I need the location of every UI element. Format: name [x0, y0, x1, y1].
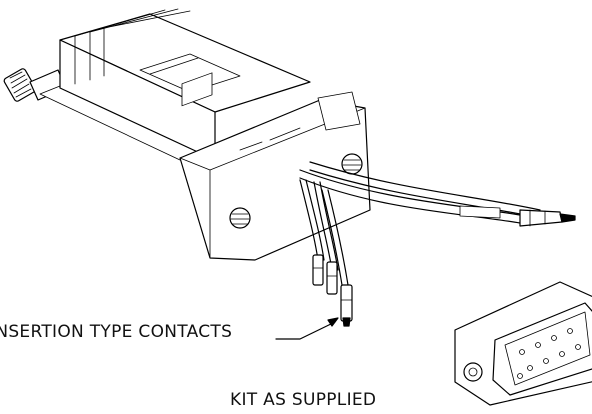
contact-pins-right — [459, 205, 576, 227]
callout-arrowhead — [327, 317, 339, 327]
connector-housing — [59, 8, 311, 161]
contacts-callout-label: INSERTION TYPE CONTACTS — [0, 322, 233, 342]
wire-bundle-right — [299, 161, 541, 224]
db9-pin-holes — [517, 328, 581, 379]
insertion-contacts — [312, 254, 353, 327]
db9-connector — [454, 281, 592, 406]
front-flange — [179, 72, 371, 261]
thumbscrew-left — [3, 68, 67, 102]
kit-caption: KIT AS SUPPLIED — [230, 390, 377, 410]
callout-leader — [275, 321, 336, 340]
